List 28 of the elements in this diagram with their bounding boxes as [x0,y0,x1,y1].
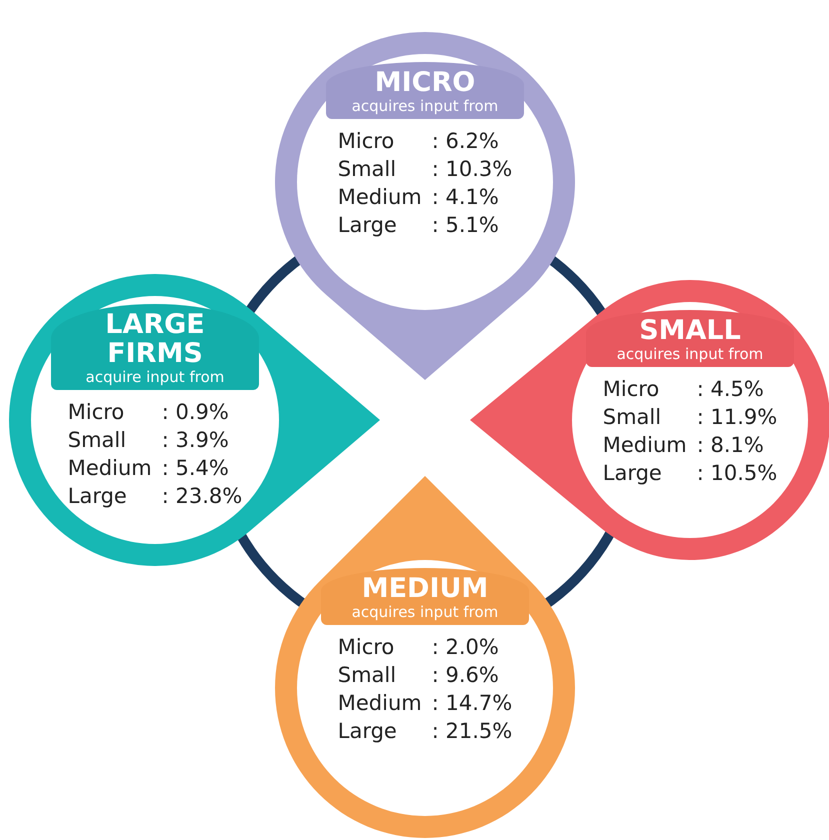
subheading: acquires input from [352,97,498,115]
heading: MEDIUM [362,574,488,603]
stat-row-text: Small : 11.9% [602,404,778,431]
subheading: acquire input from [86,368,224,386]
subheading: acquires input from [616,345,764,363]
stat-row-text: Medium : 8.1% [602,432,765,459]
stat-row-text: Medium : 14.7% [338,690,512,717]
pin-marker [275,476,575,838]
stat-row-text: Large : 23.8% [68,483,242,510]
stat-row-text: Micro : 0.9% [68,399,230,426]
stat-row-text: Large : 21.5% [338,718,512,745]
stat-row-text: Large : 5.1% [338,212,500,239]
stat-row-text: Small : 3.9% [68,427,230,454]
heading: SMALL [639,316,741,345]
stat-row-text: Small : 10.3% [338,156,512,183]
stat-row-text: Large : 10.5% [602,460,778,487]
stat-row-text: Micro : 2.0% [338,634,500,661]
pin-marker [9,274,380,566]
heading: MICRO [374,68,476,97]
stat-row-text: Micro : 4.5% [602,376,765,403]
stat-row-text: Medium : 5.4% [68,455,230,482]
stat-row-text: Medium : 4.1% [338,184,500,211]
stat-row-text: Micro : 6.2% [338,128,500,155]
stat-row-text: Small : 9.6% [338,662,500,689]
subheading: acquires input from [352,603,498,621]
heading: LARGE FIRMS [104,310,206,368]
pin-marker [470,280,829,560]
pin-marker [275,32,575,380]
